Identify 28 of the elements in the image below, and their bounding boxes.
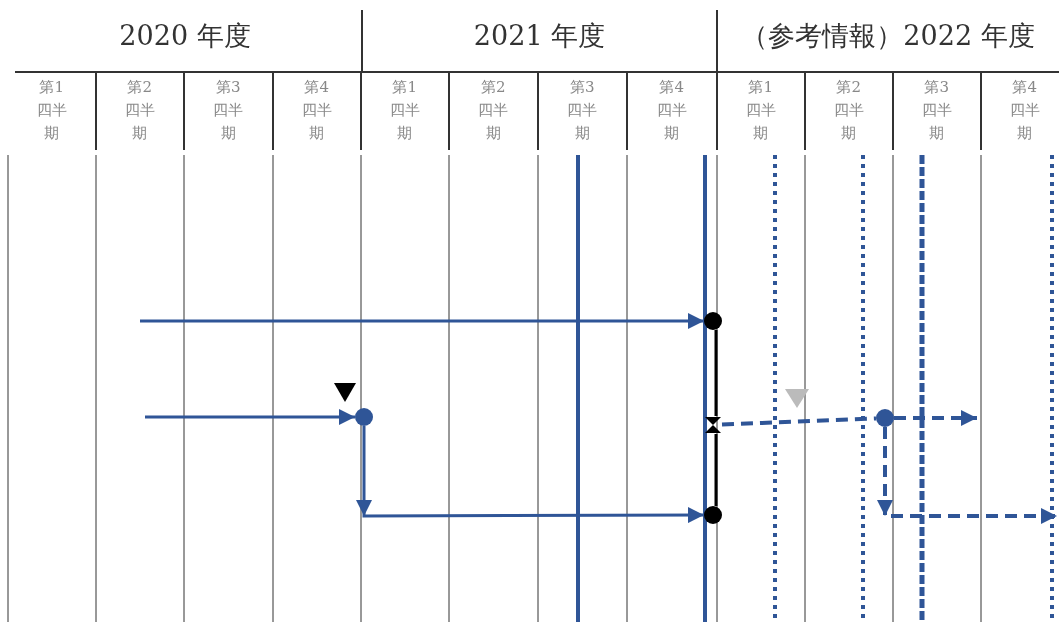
quarter-header: 第4四半期 [1009,77,1041,144]
quarter-header: 第4四半期 [656,77,688,144]
arrow [145,409,355,425]
quarter-header: 第1四半期 [389,77,421,144]
quarter-header: 第2四半期 [833,77,865,144]
milestone-dot [876,409,894,427]
year-header: 2020 年度 [118,19,252,53]
arrow [877,427,1057,524]
milestone-dot [704,506,722,524]
connector-line [714,434,718,506]
year-header: （参考情報）2022 年度 [740,19,1036,53]
connector-line [721,416,877,427]
connector-line [714,330,718,416]
quarter-header: 第4四半期 [301,77,333,144]
quarter-header: 第2四半期 [124,77,156,144]
bowtie-marker [704,416,722,434]
quarter-header: 第1四半期 [36,77,68,144]
quarter-header: 第3四半期 [921,77,953,144]
arrow [894,410,977,426]
quarter-header: 第1四半期 [745,77,777,144]
quarter-header: 第3四半期 [212,77,244,144]
quarter-header: 第3四半期 [566,77,598,144]
arrow [356,426,704,523]
arrow [140,313,704,329]
year-header: 2021 年度 [472,19,607,53]
quarter-header: 第2四半期 [477,77,509,144]
milestone-dot [355,408,373,426]
milestone-dot [704,312,722,330]
